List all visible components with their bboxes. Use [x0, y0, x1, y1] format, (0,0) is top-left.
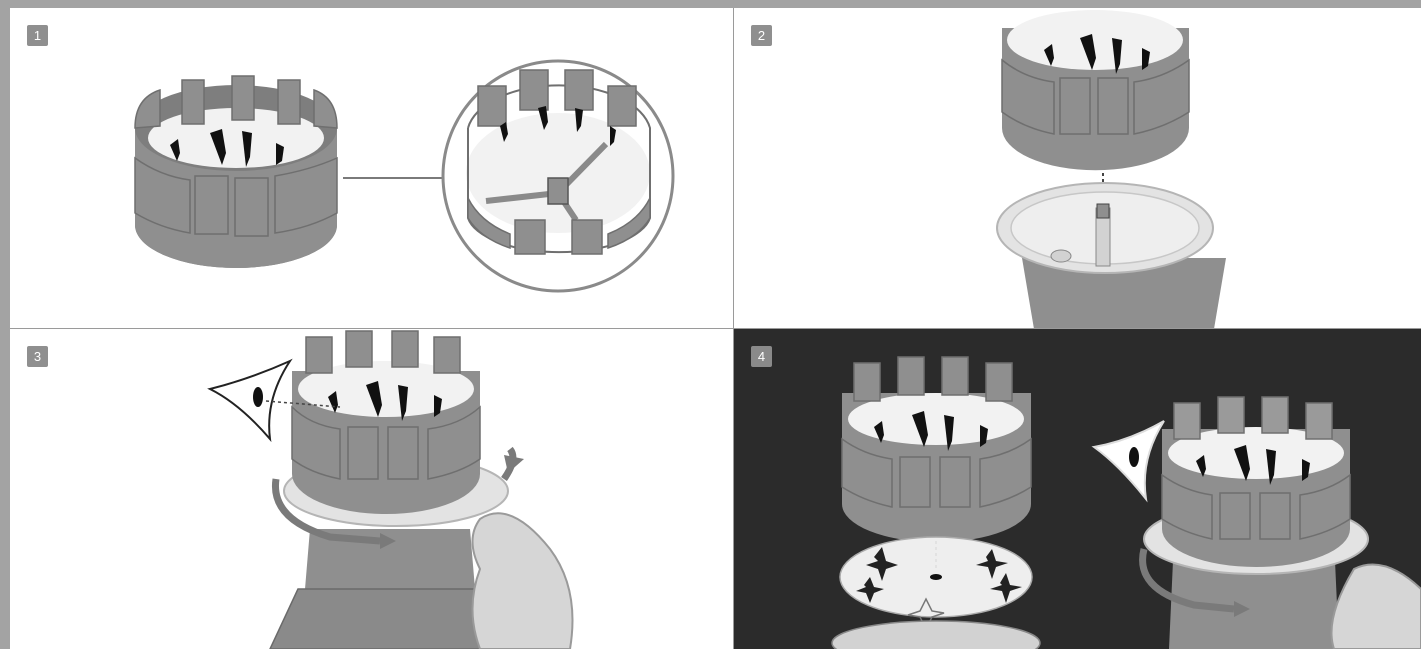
eye-icon — [1094, 421, 1164, 499]
step-3-panel: 3 — [10, 329, 734, 649]
detail-magnifier — [443, 61, 673, 291]
cup-base — [997, 183, 1226, 329]
step-4-panel: 4 — [734, 329, 1421, 649]
zoetrope-drum — [292, 331, 480, 514]
step-2-panel: 2 — [734, 8, 1421, 329]
zoetrope-drum — [842, 357, 1031, 542]
zoetrope-drum — [135, 76, 337, 268]
eye-icon — [210, 361, 290, 439]
hand — [1332, 565, 1421, 649]
star-disc — [840, 537, 1032, 629]
hand — [473, 513, 573, 649]
step-1-illustration — [10, 8, 734, 329]
step-2-illustration — [734, 8, 1421, 329]
instruction-sheet: 1 — [10, 8, 1421, 649]
step-4-illustration — [734, 329, 1421, 649]
zoetrope-drum — [1002, 10, 1189, 170]
step-3-illustration — [10, 329, 734, 649]
step-1-panel: 1 — [10, 8, 734, 329]
